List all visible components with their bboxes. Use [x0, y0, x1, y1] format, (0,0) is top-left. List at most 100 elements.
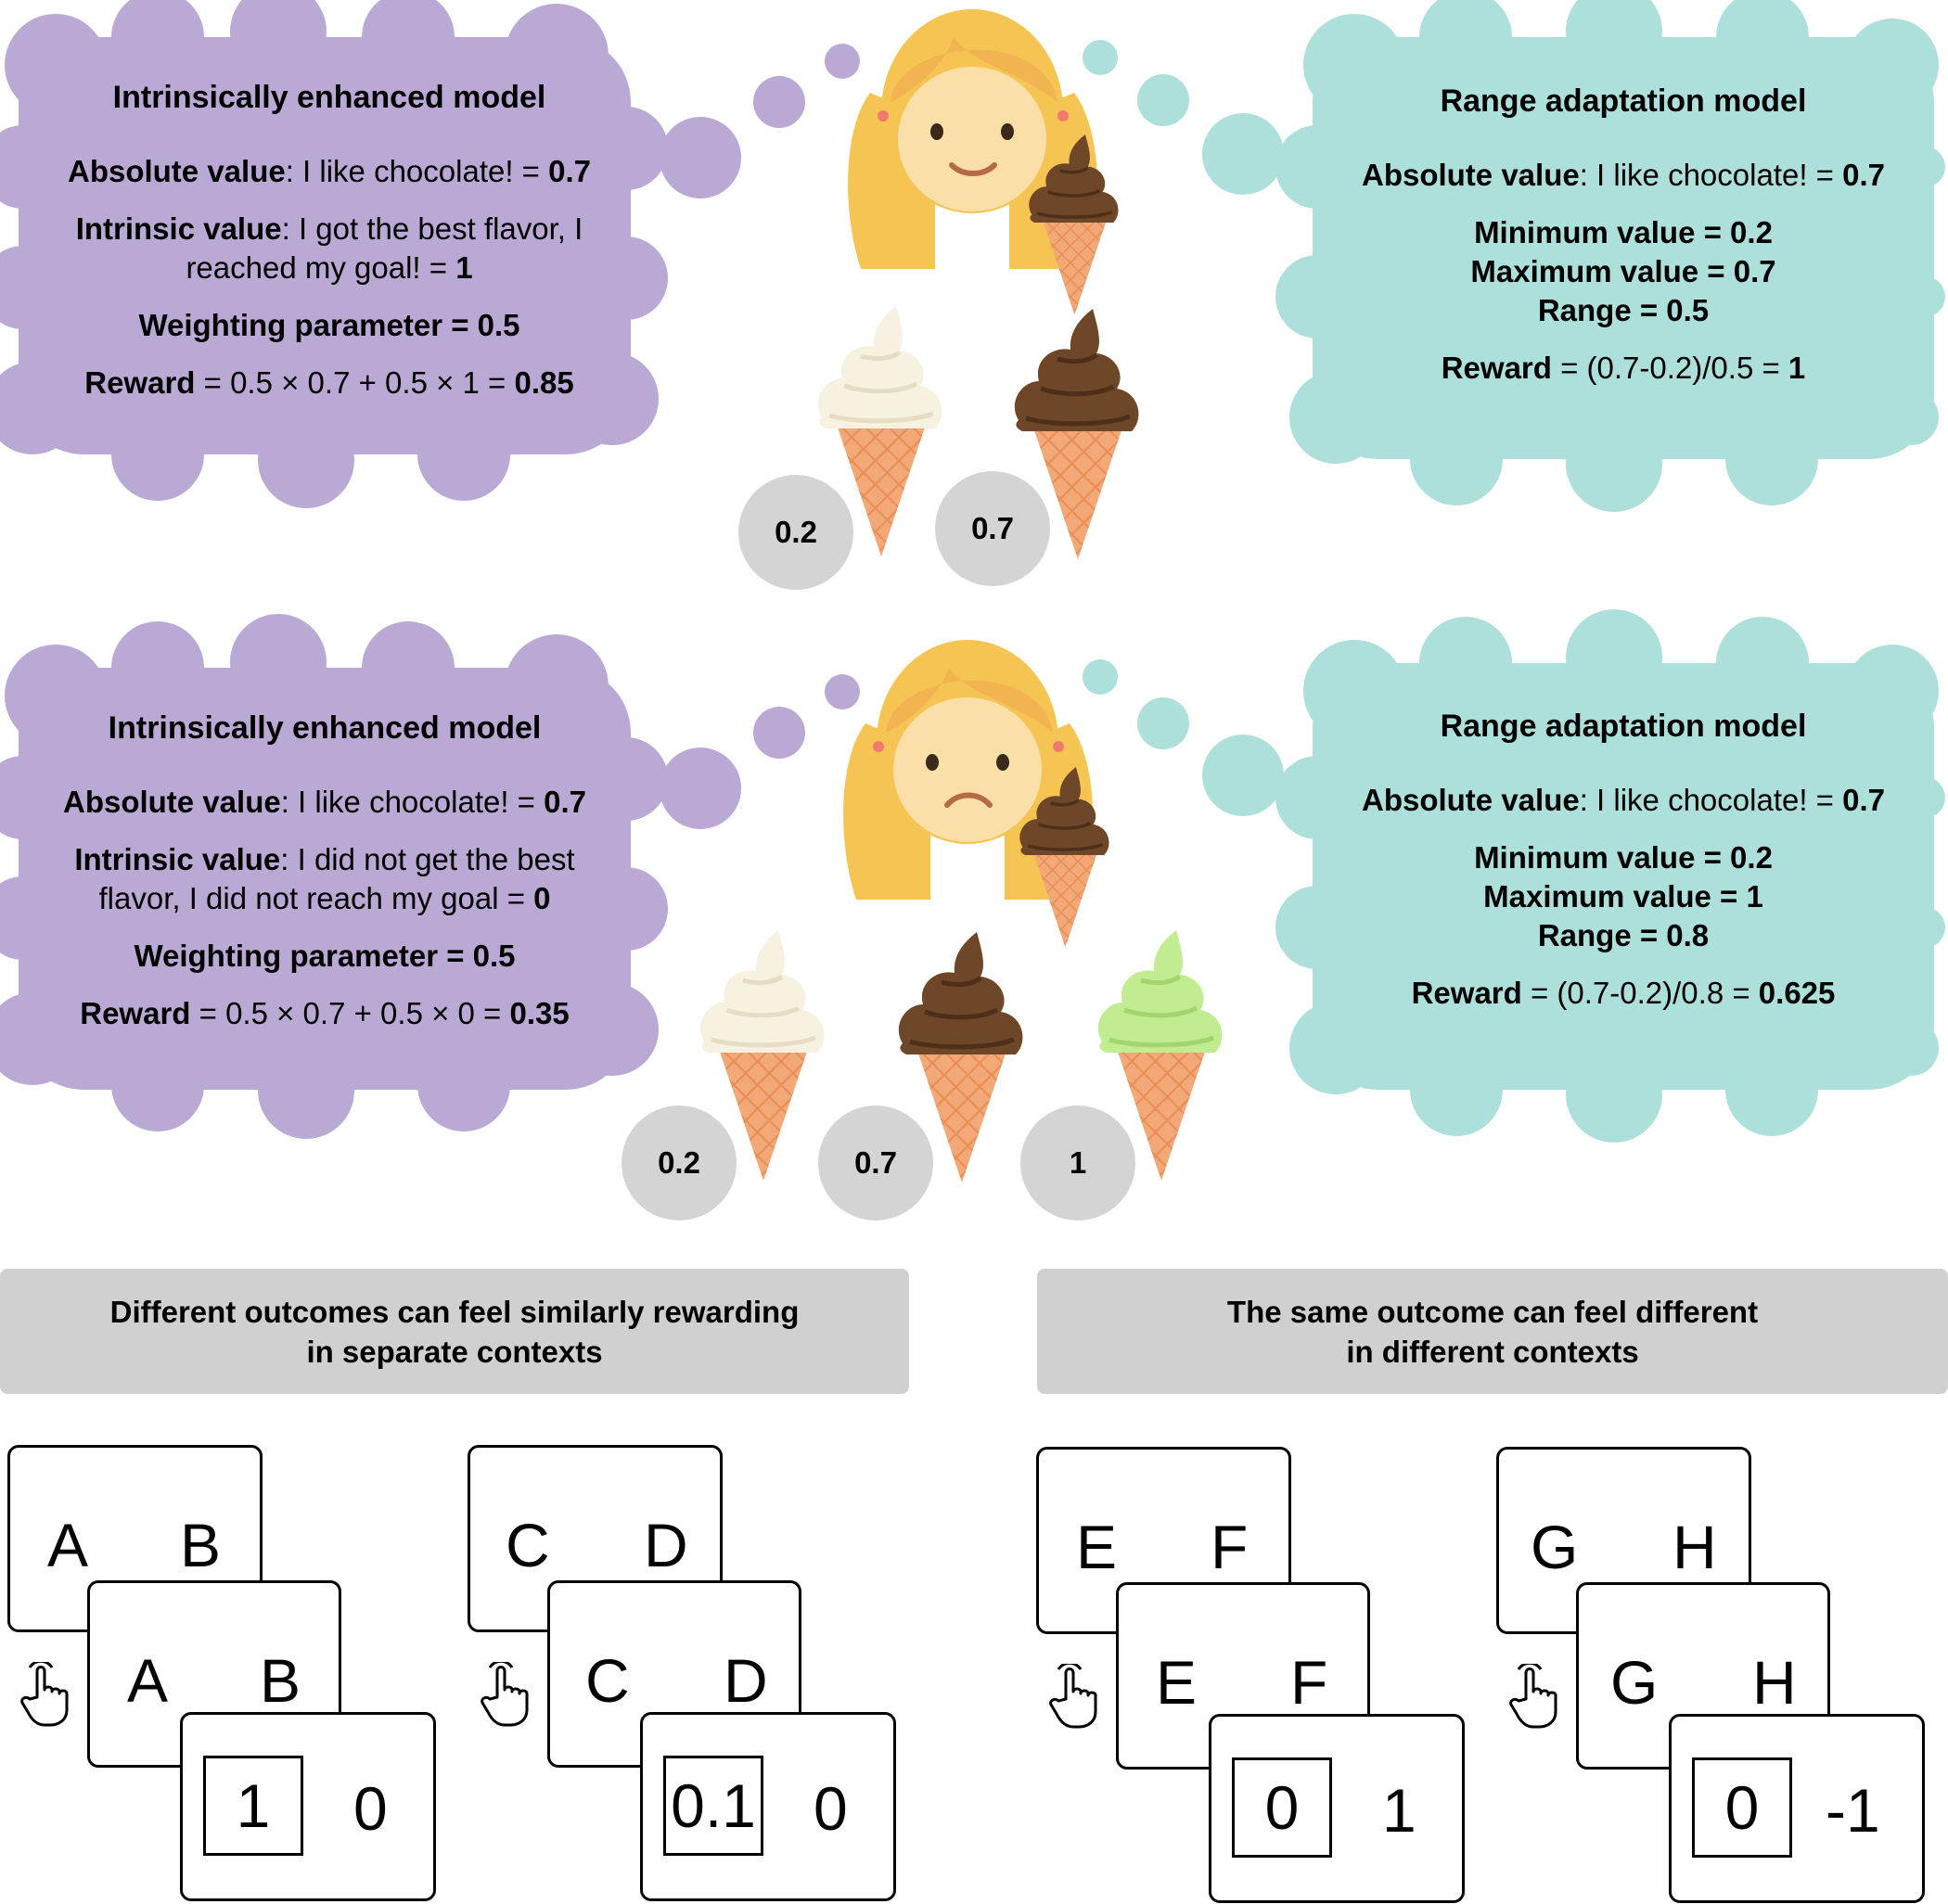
option-value-badge: 0.2 [738, 475, 853, 590]
intrinsic-value-label: Intrinsic value [75, 211, 282, 246]
bottom-right-cloud-text: Range adaptation model Absolute value: I… [1326, 707, 1920, 1031]
reward-label: Reward [1441, 351, 1552, 385]
intrinsic-value-text-1: : I did not get the best [280, 842, 575, 876]
chosen-outcome: 1 [236, 1771, 271, 1840]
option-right[interactable]: D [644, 1511, 688, 1579]
reward-formula: = (0.7-0.2)/0.5 = [1551, 351, 1788, 385]
intrinsic-value-number: 0 [533, 881, 551, 915]
absolute-value-text: : I like chocolate! = [1579, 783, 1843, 817]
top-left-thought-cloud [0, 0, 860, 508]
absolute-value-label: Absolute value [1361, 158, 1580, 192]
model-title: Intrinsically enhanced model [108, 710, 542, 746]
left-conclusion-banner: Different outcomes can feel similarly re… [0, 1269, 909, 1394]
option-right[interactable]: H [1672, 1513, 1717, 1581]
intrinsic-value-text-1: : I got the best flavor, I [281, 211, 583, 246]
reward-formula: = 0.5 × 0.7 + 0.5 × 1 = [195, 365, 515, 400]
option-right[interactable]: H [1752, 1648, 1797, 1717]
unchosen-outcome: 1 [1382, 1776, 1416, 1845]
unchosen-outcome: 0 [814, 1774, 848, 1843]
reward-formula: = 0.5 × 0.7 + 0.5 × 0 = [190, 996, 510, 1030]
banner-line-2: in different contexts [1346, 1334, 1639, 1369]
chosen-outcome: 0.1 [671, 1771, 756, 1840]
intrinsic-value-text-2: reached my goal! = [186, 250, 456, 285]
minimum-value: Minimum value = 0.2 [1474, 215, 1773, 249]
reward-label: Reward [1411, 976, 1522, 1010]
pointing-hand-icon [481, 1662, 529, 1727]
option-value-badge: 0.2 [622, 1105, 737, 1220]
chosen-outcome-box: 0 [1692, 1757, 1792, 1858]
bottom-right-thought-cloud [1083, 609, 1945, 1143]
absolute-value-label: Absolute value [62, 785, 281, 819]
range-value: Range = 0.5 [1537, 293, 1710, 327]
chosen-outcome: 0 [1264, 1773, 1300, 1842]
right-conclusion-banner: The same outcome can feel different in d… [1037, 1269, 1948, 1394]
outcome-screen: 1 0 [180, 1712, 436, 1901]
option-left[interactable]: E [1076, 1513, 1118, 1581]
option-left[interactable]: A [47, 1511, 89, 1579]
reward-value: 0.85 [514, 365, 574, 400]
absolute-value-text: : I like chocolate! = [280, 785, 545, 819]
pointing-hand-icon [1049, 1664, 1097, 1729]
absolute-value-number: 0.7 [1842, 158, 1885, 192]
option-right[interactable]: B [260, 1646, 301, 1715]
top-right-thought-cloud [1083, 0, 1945, 512]
pointing-hand-icon [1509, 1664, 1557, 1729]
weighting-parameter: Weighting parameter = 0.5 [138, 308, 520, 342]
option-left[interactable]: E [1156, 1648, 1198, 1717]
unchosen-outcome: 0 [353, 1774, 388, 1843]
reward-value: 0.625 [1758, 976, 1836, 1010]
reward-value: 0.35 [509, 996, 570, 1030]
choice-screen-1: E F [1036, 1447, 1291, 1634]
banner-line-2: in separate contexts [306, 1334, 603, 1369]
absolute-value-text: : I like chocolate! = [1579, 158, 1843, 192]
chosen-outcome: 0 [1724, 1773, 1760, 1842]
option-right[interactable]: D [724, 1646, 768, 1715]
reward-label: Reward [84, 365, 196, 400]
option-left[interactable]: G [1531, 1513, 1579, 1581]
model-title: Range adaptation model [1440, 83, 1807, 119]
option-right[interactable]: B [180, 1511, 222, 1579]
option-value-badge: 0.7 [935, 471, 1050, 586]
minimum-value: Minimum value = 0.2 [1474, 840, 1773, 875]
option-left[interactable]: C [585, 1646, 630, 1715]
option-value-badge: 1 [1020, 1105, 1135, 1220]
option-value-badge: 0.7 [818, 1105, 933, 1220]
chosen-outcome-box: 1 [203, 1756, 303, 1856]
outcome-screen: 0 1 [1209, 1714, 1465, 1903]
option-right[interactable]: F [1211, 1513, 1249, 1581]
maximum-value: Maximum value = 0.7 [1470, 254, 1776, 288]
absolute-value-number: 0.7 [548, 154, 591, 188]
model-title: Intrinsically enhanced model [112, 80, 546, 115]
absolute-value-number: 0.7 [544, 785, 586, 819]
pointing-hand-icon [20, 1662, 69, 1727]
option-right[interactable]: F [1290, 1648, 1328, 1717]
intrinsic-value-number: 1 [455, 250, 473, 285]
intrinsic-value-text-2: flavor, I did not reach my goal = [98, 881, 534, 915]
chosen-outcome-box: 0 [1232, 1757, 1332, 1858]
absolute-value-label: Absolute value [1361, 783, 1580, 817]
range-value: Range = 0.8 [1537, 918, 1710, 952]
top-left-cloud-text: Intrinsically enhanced model Absolute va… [28, 78, 631, 421]
absolute-value-number: 0.7 [1842, 783, 1885, 817]
absolute-value-text: : I like chocolate! = [285, 154, 549, 188]
bottom-left-thought-cloud [0, 614, 860, 1139]
banner-line-1: The same outcome can feel different [1226, 1294, 1759, 1329]
model-title: Range adaptation model [1440, 709, 1807, 744]
option-left[interactable]: A [127, 1646, 169, 1715]
bottom-left-cloud-text: Intrinsically enhanced model Absolute va… [23, 709, 626, 1052]
reward-value: 1 [1788, 351, 1806, 385]
reward-label: Reward [80, 996, 191, 1030]
absolute-value-label: Absolute value [67, 154, 286, 188]
intrinsic-value-label: Intrinsic value [74, 842, 281, 876]
weighting-parameter: Weighting parameter = 0.5 [134, 939, 516, 973]
outcome-screen: 0.1 0 [640, 1712, 896, 1901]
top-right-cloud-text: Range adaptation model Absolute value: I… [1326, 82, 1920, 406]
chosen-outcome-box: 0.1 [663, 1756, 763, 1856]
reward-formula: = (0.7-0.2)/0.8 = [1521, 976, 1759, 1010]
banner-line-1: Different outcomes can feel similarly re… [109, 1294, 800, 1329]
outcome-screen: 0 -1 [1669, 1714, 1925, 1903]
unchosen-outcome: -1 [1826, 1776, 1880, 1845]
option-left[interactable]: C [506, 1511, 550, 1579]
option-left[interactable]: G [1610, 1648, 1659, 1717]
